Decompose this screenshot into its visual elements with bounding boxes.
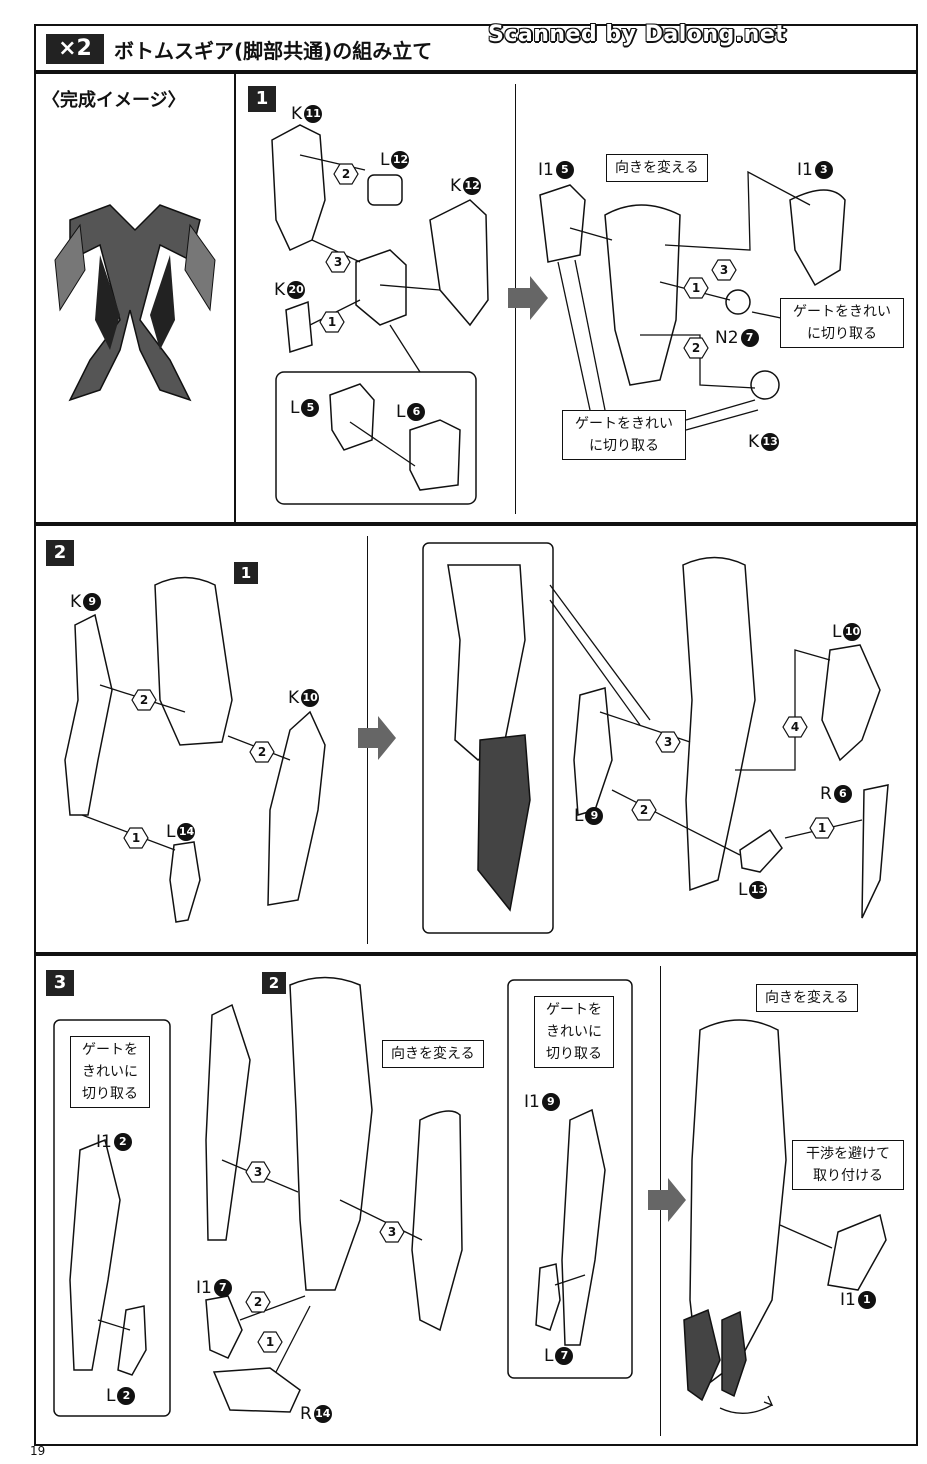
svg-text:3: 3 [720, 263, 728, 277]
section-frame-3 [34, 954, 918, 1446]
svg-text:4: 4 [791, 720, 799, 734]
title-bar: ×2 ボトムスギア(脚部共通)の組み立て [34, 24, 918, 72]
watermark: Scanned by Dalong.net [488, 22, 787, 47]
page-number: 19 [30, 1444, 46, 1458]
svg-text:1: 1 [328, 315, 336, 329]
svg-text:2: 2 [258, 745, 266, 759]
multiplier-badge: ×2 [46, 34, 104, 64]
svg-text:3: 3 [388, 1225, 396, 1239]
page-title: ボトムスギア(脚部共通)の組み立て [114, 39, 433, 63]
svg-text:1: 1 [132, 831, 140, 845]
callout-turn-step3-right: 向きを変える [756, 984, 858, 1012]
callout-turn-step1: 向きを変える [606, 154, 708, 182]
step-number-2: 2 [46, 540, 74, 566]
svg-text:2: 2 [254, 1295, 262, 1309]
image-label: 〈完成イメージ〉 [42, 90, 186, 111]
callout-gate-step1-right: ゲートをきれい に切り取る [780, 298, 904, 348]
svg-text:2: 2 [640, 803, 648, 817]
section-frame-1 [34, 72, 918, 524]
callout-turn-step3: 向きを変える [382, 1040, 484, 1068]
svg-text:3: 3 [664, 735, 672, 749]
sub-step-1: 1 [234, 562, 258, 584]
callout-gate-step3-right: ゲートを きれいに 切り取る [534, 996, 614, 1068]
callout-avoid-interference: 干渉を避けて 取り付ける [792, 1140, 904, 1190]
step1-assembly-lines: 2 3 1 3 1 2 [271, 124, 846, 505]
sub-step-2: 2 [262, 972, 286, 994]
callout-gate-step1-bottom: ゲートをきれい に切り取る [562, 410, 686, 460]
svg-text:1: 1 [692, 281, 700, 295]
step-number-3: 3 [46, 970, 74, 996]
svg-text:1: 1 [266, 1335, 274, 1349]
svg-text:1: 1 [818, 821, 826, 835]
callout-gate-step3-left: ゲートを きれいに 切り取る [70, 1036, 150, 1108]
step2-assembly-lines: 2 2 1 3 4 2 1 [64, 542, 889, 934]
svg-text:3: 3 [334, 255, 342, 269]
step-number-1: 1 [248, 86, 276, 112]
svg-text:2: 2 [692, 341, 700, 355]
completed-leg-illustration [54, 204, 216, 402]
svg-text:3: 3 [254, 1165, 262, 1179]
divider-image [234, 72, 236, 524]
section-frame-2 [34, 524, 918, 954]
svg-text:2: 2 [140, 693, 148, 707]
order-2-label: 2 [342, 167, 350, 181]
